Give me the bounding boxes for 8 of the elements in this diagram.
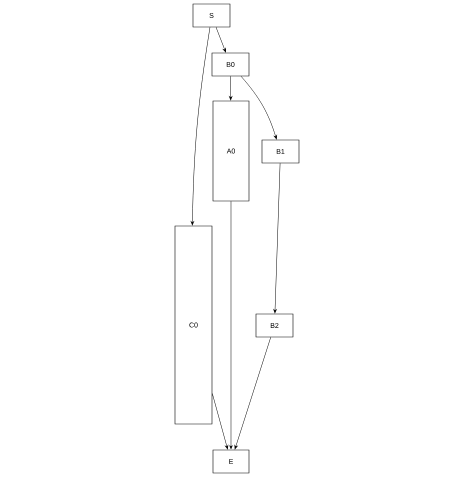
arrow — [212, 393, 228, 450]
arrow — [273, 163, 280, 314]
arrow — [190, 27, 210, 226]
arrow — [234, 337, 271, 450]
arrow — [229, 76, 232, 100]
arrow — [216, 27, 226, 52]
arrow — [240, 76, 278, 140]
arrow — [229, 201, 233, 450]
